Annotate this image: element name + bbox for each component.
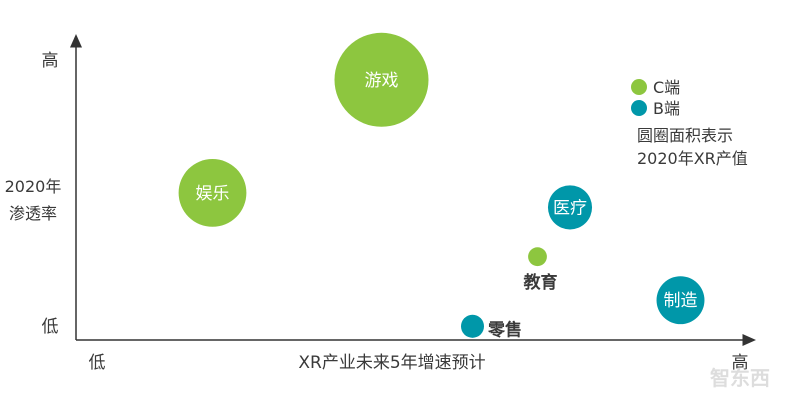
- bubble-label-0-0: 游戏: [365, 71, 399, 91]
- y-axis-low-label: 低: [42, 317, 59, 337]
- bubble-0-2: [528, 247, 547, 267]
- x-axis-low-label: 低: [89, 353, 106, 373]
- bubble-1-2: [460, 314, 485, 338]
- bubble-0-0: [334, 32, 429, 127]
- bubble-1-1: [656, 276, 705, 325]
- legend-dot-c: [631, 79, 647, 95]
- bubble-label-1-2: 零售: [487, 319, 522, 340]
- x-axis-title: XR产业未来5年增速预计: [298, 353, 485, 373]
- y-axis-high-label: 高: [42, 51, 59, 71]
- x-axis-high-label: 高: [732, 353, 749, 373]
- legend-note-line-2: 2020年XR产值: [637, 149, 748, 168]
- legend-dot-b: [631, 100, 647, 116]
- y-axis-title-line-1: 2020年: [5, 177, 62, 196]
- bubble-label-0-2: 教育: [523, 272, 558, 293]
- legend-label-c: C端: [653, 78, 680, 97]
- bubble-0-1: [178, 159, 247, 227]
- bubble-label-0-1: 娱乐: [196, 184, 230, 204]
- watermark-logo: 智东西: [710, 366, 770, 390]
- y-axis-title-line-2: 渗透率: [9, 204, 57, 223]
- legend-note-line-1: 圆圈面积表示: [637, 126, 733, 145]
- legend-label-b: B端: [653, 99, 680, 118]
- bubble-1-0: [547, 185, 593, 230]
- legend: C端 B端 圆圈面积表示 2020年XR产值: [631, 78, 748, 168]
- bubble-label-1-1: 制造: [664, 291, 698, 311]
- bubble-label-1-0: 医疗: [553, 198, 587, 218]
